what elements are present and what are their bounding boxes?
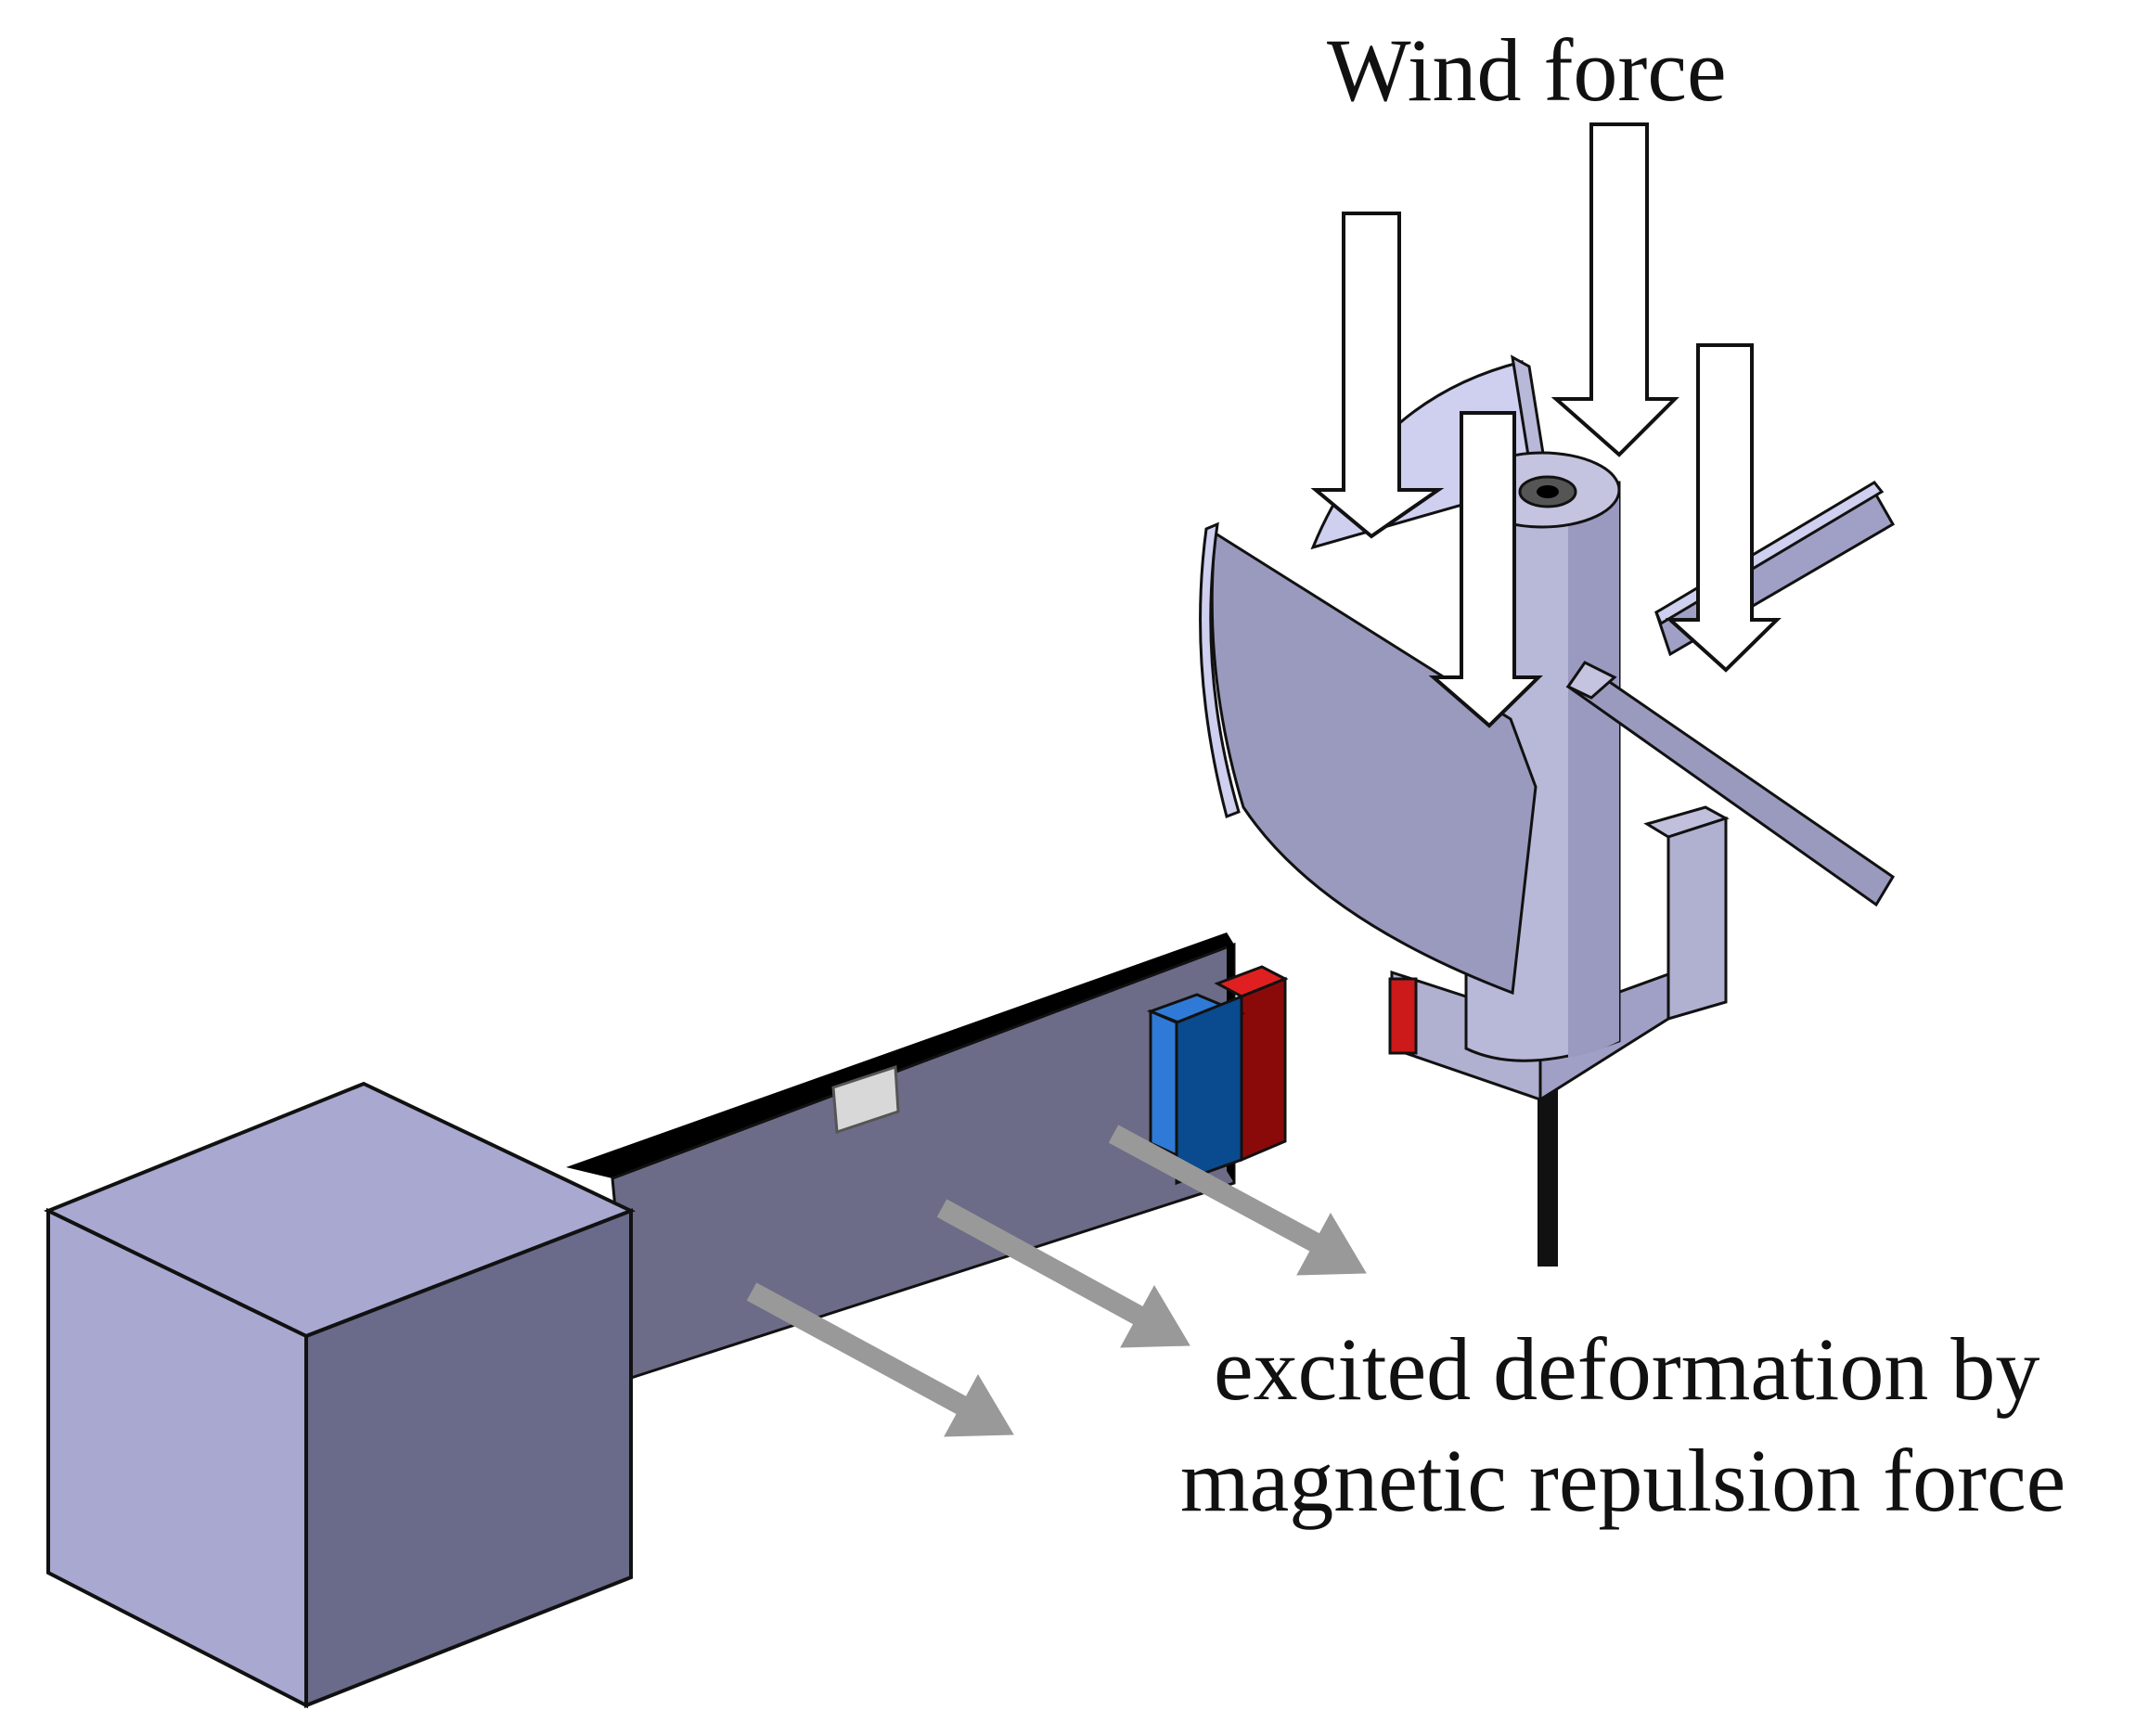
right-upper-blade-top bbox=[1654, 481, 1885, 626]
gray-arrowhead bbox=[944, 1373, 1014, 1437]
wind-arrows bbox=[1310, 122, 1782, 728]
wind-arrow-1 bbox=[1310, 212, 1445, 539]
shaft-hole-inner bbox=[1537, 485, 1559, 498]
wind-force-label: Wind force bbox=[1327, 20, 1727, 120]
front-blade bbox=[1210, 531, 1538, 996]
blue-magnet-left bbox=[1149, 1009, 1178, 1158]
wind-arrow-4 bbox=[1428, 411, 1543, 728]
magnetic-force-label-line1: excited deformation by bbox=[1214, 1319, 2040, 1419]
bracket-magnet bbox=[1388, 977, 1418, 1055]
blue-magnet-front bbox=[1175, 994, 1243, 1186]
gray-arrowhead bbox=[1296, 1212, 1367, 1276]
shaft-shadow bbox=[1568, 482, 1619, 1058]
deformation-arrows bbox=[746, 1125, 1367, 1437]
support-rod bbox=[1538, 1058, 1558, 1267]
right-lower-blade-top bbox=[1565, 661, 1617, 700]
wind-turbine bbox=[1199, 354, 1896, 1267]
red-magnet-front bbox=[1240, 976, 1287, 1163]
cantilever-beam bbox=[566, 932, 1236, 1381]
tip-magnets bbox=[1146, 965, 1289, 1186]
front-blade-edge bbox=[1199, 521, 1241, 819]
bracket-front bbox=[1666, 816, 1728, 1021]
beam-top-strip bbox=[566, 932, 1234, 1178]
base-side-face bbox=[304, 1208, 633, 1708]
base-block bbox=[44, 1081, 637, 1709]
strain-gauge bbox=[831, 1064, 900, 1135]
gray-arrowhead bbox=[1120, 1284, 1190, 1348]
wind-arrow-2 bbox=[1551, 122, 1679, 457]
wind-arrow-3 bbox=[1665, 343, 1782, 673]
magnetic-force-label-line2: magnetic repulsion force bbox=[1180, 1431, 2066, 1530]
